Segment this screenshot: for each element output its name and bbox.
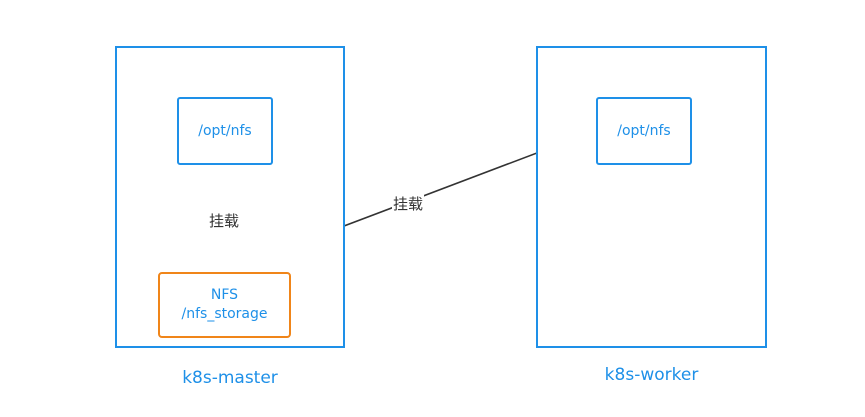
nfs-storage-title: NFS [210,287,239,303]
k8s-worker-label: k8s-worker [604,365,699,385]
nfs-storage-path: /nfs_storage [181,306,268,322]
worker-mount-dir-label: /opt/nfs [617,123,671,139]
master-mount-dir-box: /opt/nfs [177,97,273,165]
worker-mount-dir-box: /opt/nfs [596,97,692,165]
k8s-worker-node [536,46,767,348]
remote-mount-label: 挂载 [392,193,425,214]
master-mount-dir-label: /opt/nfs [198,123,252,139]
nfs-storage-box: NFS /nfs_storage [158,272,291,338]
k8s-master-label: k8s-master [182,368,278,388]
local-mount-label: 挂载 [208,210,241,231]
